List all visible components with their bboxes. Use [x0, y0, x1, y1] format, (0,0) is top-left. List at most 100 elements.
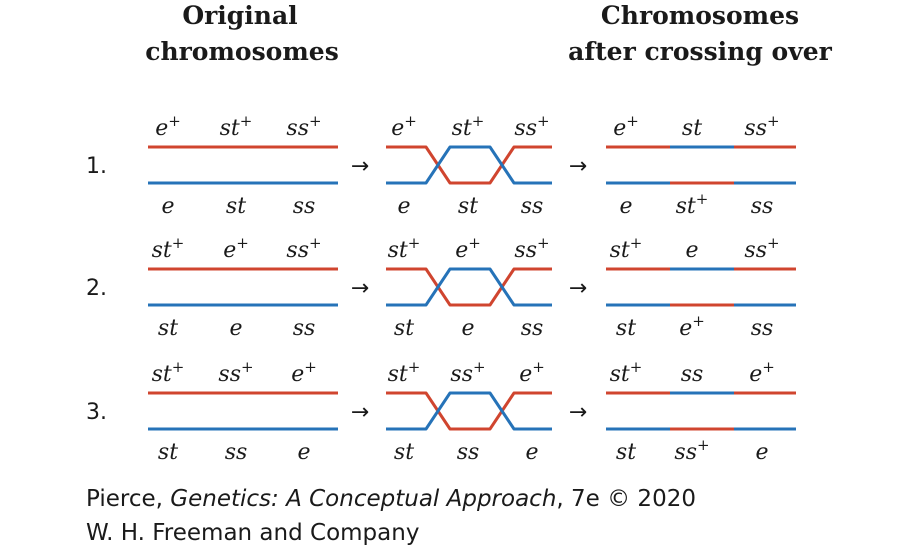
crossover-top-gene: st+ [388, 358, 421, 387]
original-top-gene: e+ [223, 234, 249, 263]
after-bottom-gene: e [619, 194, 632, 219]
row-number: 2. [86, 276, 107, 301]
crossover-top-gene: e+ [455, 234, 481, 263]
original-bottom-gene: e [229, 316, 242, 341]
original-bottom-gene-base: ss [225, 440, 248, 465]
credit-book-title: Genetics: A Conceptual Approach [170, 486, 556, 512]
header-original-line2: chromosomes [145, 37, 339, 66]
crossover-top-gene: st+ [388, 234, 421, 263]
crossover-bottom-gene-base: st [394, 316, 414, 341]
crossover-top-gene-sup: + [408, 234, 421, 252]
after-top-gene: ss+ [744, 234, 779, 263]
after-bottom-gene-sup: + [697, 436, 710, 454]
after-top-gene: st+ [610, 358, 643, 387]
crossover-bottom-gene-base: ss [457, 440, 480, 465]
original-top-gene: st+ [152, 234, 185, 263]
after-top-gene: e [685, 238, 698, 263]
after-bottom-gene: st [616, 316, 636, 341]
crossover-bottom-gene: st [394, 440, 414, 465]
credit-prefix: Pierce, [86, 486, 170, 512]
original-bottom-gene: ss [293, 194, 316, 219]
after-bottom-gene-base: e [679, 316, 692, 341]
original-top-gene-base: e [155, 116, 168, 141]
original-bottom-gene: e [297, 440, 310, 465]
credit-line2: W. H. Freeman and Company [86, 520, 419, 546]
after-top-gene-sup: + [767, 234, 780, 252]
original-bottom-gene: st [158, 316, 178, 341]
after-top-gene-base: ss [681, 362, 704, 387]
crossover-top-gene-sup: + [532, 358, 545, 376]
crossover-top-gene: ss+ [514, 234, 549, 263]
crossover-bottom-gene: e [461, 316, 474, 341]
crossover-bottom-gene-base: e [397, 194, 410, 219]
crossover-chromatid-red [386, 267, 552, 307]
crossover-bottom-gene: ss [521, 316, 544, 341]
original-bottom-gene-base: e [229, 316, 242, 341]
after-top-gene: ss+ [744, 112, 779, 141]
after-bottom-gene: ss [751, 316, 774, 341]
original-top-gene-base: ss [286, 238, 309, 263]
crossover-top-gene-sup: + [472, 112, 485, 130]
original-bottom-gene: st [158, 440, 178, 465]
arrow-icon: → [351, 400, 369, 425]
crossover-top-gene: st+ [452, 112, 485, 141]
after-top-gene: st+ [610, 234, 643, 263]
original-top-gene: ss+ [218, 358, 253, 387]
after-top-gene-sup: + [762, 358, 775, 376]
after-top-gene-base: ss [744, 116, 767, 141]
crossover-bottom-gene-base: ss [521, 194, 544, 219]
original-top-gene-base: ss [218, 362, 241, 387]
crossover-chromatid-blue [386, 391, 552, 431]
crossover-top-gene-base: ss [450, 362, 473, 387]
original-top-gene-base: st [152, 362, 172, 387]
row-number: 3. [86, 400, 107, 425]
original-top-gene: st+ [152, 358, 185, 387]
after-bottom-gene-sup: + [692, 312, 705, 330]
original-top-gene-sup: + [172, 234, 185, 252]
original-top-gene: e+ [155, 112, 181, 141]
original-bottom-gene: ss [225, 440, 248, 465]
original-bottom-gene-base: st [158, 316, 178, 341]
arrow-icon: → [569, 400, 587, 425]
original-bottom-gene: ss [293, 316, 316, 341]
crossover-top-gene-sup: + [468, 234, 481, 252]
crossover-top-gene-sup: + [473, 358, 486, 376]
crossover-chromatid-blue [386, 145, 552, 185]
original-top-gene-sup: + [304, 358, 317, 376]
crossover-top-gene: ss+ [450, 358, 485, 387]
after-bottom-gene-base: ss [674, 440, 697, 465]
crossover-top-gene-sup: + [408, 358, 421, 376]
original-top-gene-base: st [152, 238, 172, 263]
crossover-top-gene-base: st [452, 116, 472, 141]
original-bottom-gene-base: e [297, 440, 310, 465]
after-top-gene-base: st [682, 116, 702, 141]
original-top-gene: ss+ [286, 112, 321, 141]
after-top-gene: st [682, 116, 702, 141]
crossover-bottom-gene-base: e [461, 316, 474, 341]
original-top-gene: st+ [220, 112, 253, 141]
original-top-gene-base: e [223, 238, 236, 263]
crossover-bottom-gene-base: st [458, 194, 478, 219]
after-bottom-gene-sup: + [696, 190, 709, 208]
original-top-gene: ss+ [286, 234, 321, 263]
original-top-gene-sup: + [241, 358, 254, 376]
arrow-icon: → [569, 154, 587, 179]
crossover-top-gene-base: ss [514, 116, 537, 141]
original-bottom-gene: st [226, 194, 246, 219]
original-bottom-gene-base: ss [293, 316, 316, 341]
original-top-gene-sup: + [168, 112, 181, 130]
crossover-top-gene: e+ [519, 358, 545, 387]
crossover-top-gene-base: st [388, 362, 408, 387]
original-top-gene-sup: + [236, 234, 249, 252]
crossover-bottom-gene-base: e [525, 440, 538, 465]
after-top-gene: ss [681, 362, 704, 387]
header-after-line1: Chromosomes [601, 1, 799, 30]
crossover-top-gene-sup: + [404, 112, 417, 130]
row-number: 1. [86, 154, 107, 179]
after-top-gene: e+ [613, 112, 639, 141]
original-top-gene-base: ss [286, 116, 309, 141]
crossover-top-gene: ss+ [514, 112, 549, 141]
header-after-line2: after crossing over [568, 37, 832, 66]
original-top-gene-sup: + [172, 358, 185, 376]
after-bottom-gene: ss [751, 194, 774, 219]
